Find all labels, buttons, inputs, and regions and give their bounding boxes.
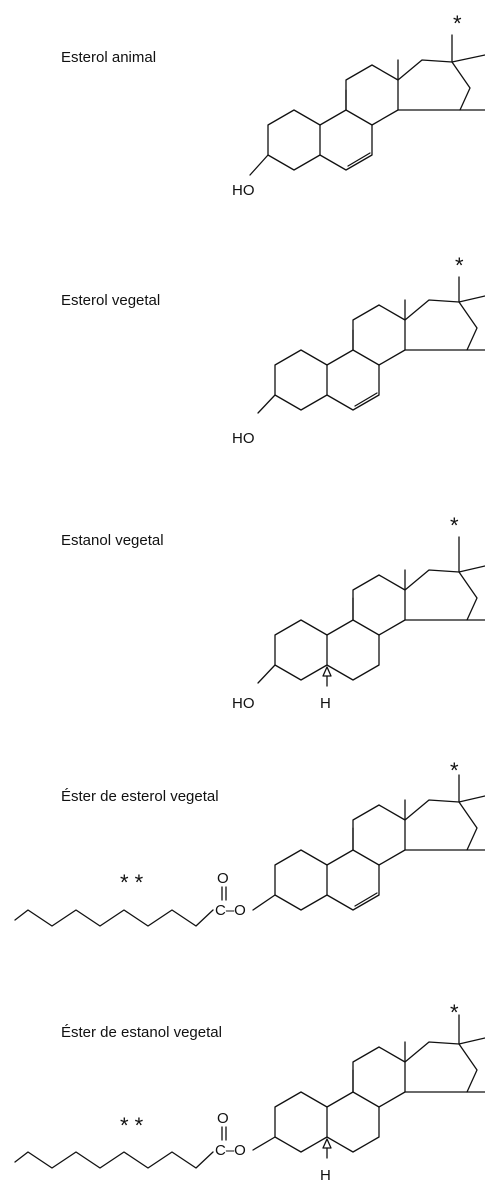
side-chain-marker: * [450,513,459,538]
ester-link-label: C–O [215,902,246,919]
carbonyl-oxygen-label: O [217,1110,229,1127]
alpha-hydrogen-wedge [322,666,332,677]
side-chain-bond [458,795,485,803]
ring-a [274,1091,328,1153]
panel-label: Éster de estanol vegetal [61,1024,222,1041]
ring-b [326,619,380,681]
steroid-structure: HO H * [232,513,485,712]
ring-c [352,574,406,636]
ring-a [274,849,328,911]
side-chain-bond [458,295,485,303]
panel-label: Estanol vegetal [61,532,164,549]
hydrogen-label: H [320,1167,331,1184]
ring-b [326,1091,380,1153]
steroid-structure: HO * [232,253,485,447]
side-chain-bond [458,1037,485,1045]
ring-a [274,349,328,411]
ring-a [274,619,328,681]
ring-c [345,64,399,126]
chain-marker: * * [120,870,144,895]
steroid-structure: C–O O H * * * [14,1000,485,1184]
panel-label: Éster de esterol vegetal [61,788,219,805]
hydroxyl-label: HO [232,182,255,199]
ring-c [352,1046,406,1108]
side-chain-marker: * [450,1000,459,1025]
ester-oxygen-bond [252,894,276,911]
ring-d [397,59,485,111]
ring-c [352,304,406,366]
ring-d [404,569,485,621]
side-chain-marker: * [450,758,459,783]
ring-b [326,349,380,411]
panel-estanol-vegetal: Estanol vegetal HO H * [0,480,485,715]
ring-d [404,799,485,851]
hydroxyl-label: HO [232,695,255,712]
side-chain-marker: * [455,253,464,278]
ring-d [404,1041,485,1093]
hydroxyl-label: HO [232,430,255,447]
ester-oxygen-bond [252,1136,276,1151]
panel-label: Esterol vegetal [61,292,161,309]
panel-ester-estanol-vegetal: Éster de estanol vegetal C–O O [0,965,485,1187]
ring-b [319,109,373,171]
hydroxyl-bond [257,664,276,684]
side-chain-marker: * [453,11,462,36]
ester-link-label: C–O [215,1142,246,1159]
panel-esterol-animal: Esterol animal HO * [0,0,485,225]
hydroxyl-bond [249,154,269,176]
hydrogen-label: H [320,695,331,712]
steroid-structure: C–O O * * * [14,758,485,927]
ring-c [352,804,406,866]
ring-d [404,299,485,351]
hydroxyl-bond [257,394,276,414]
ring-b [326,849,380,911]
ring-a [267,109,321,171]
carbonyl-oxygen-label: O [217,870,229,887]
panel-ester-esterol-vegetal: Éster de esterol vegetal C–O [0,730,485,950]
panel-esterol-vegetal: Esterol vegetal HO * [0,240,485,465]
side-chain-bond [451,54,485,63]
panel-label: Esterol animal [61,49,157,66]
chain-marker: * * [120,1113,144,1138]
side-chain-bond [458,565,485,573]
fatty-acid-chain [14,909,214,927]
steroid-structure: HO * [232,11,485,199]
fatty-acid-chain [14,1151,214,1169]
alpha-hydrogen-wedge [322,1138,332,1149]
